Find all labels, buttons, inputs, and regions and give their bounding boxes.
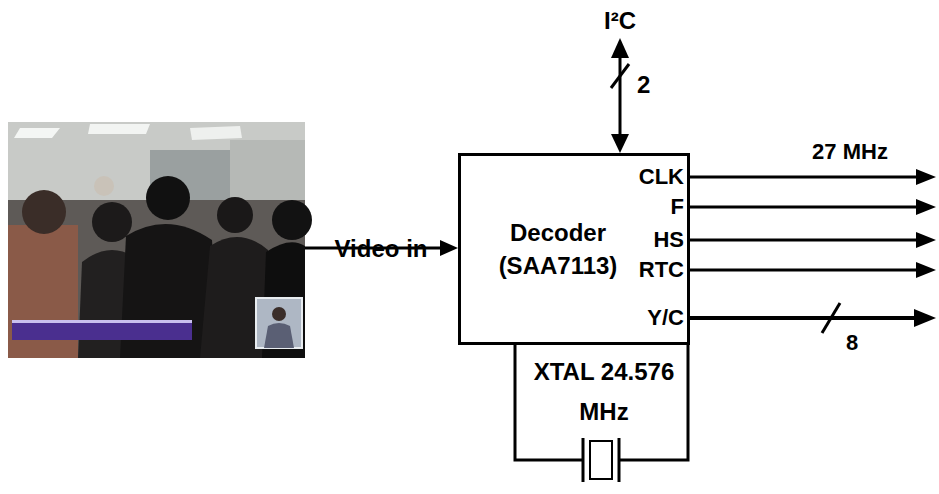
pin-name: Y/C	[647, 305, 684, 331]
clock-frequency: 27 MHz	[812, 139, 888, 165]
arrow-shaft	[690, 176, 920, 179]
person-head	[272, 200, 312, 240]
arrow-head	[611, 38, 629, 58]
crystal-label: XTAL 24.576 MHz	[519, 352, 689, 432]
pin-name: RTC	[639, 257, 684, 283]
bus-name: I²C	[604, 6, 636, 35]
bus-width: 8	[846, 330, 858, 356]
crystal-plate	[582, 438, 585, 482]
arrow-head	[916, 199, 936, 215]
person-head	[22, 190, 66, 234]
arrow-shaft	[690, 206, 920, 209]
pin-name: HS	[653, 227, 684, 253]
signer-head	[272, 307, 286, 321]
arrow-head	[916, 232, 936, 248]
output-arrows	[690, 169, 936, 333]
sign-language-inset	[256, 298, 302, 348]
block-name: Decoder (SAA7113)	[483, 216, 633, 282]
subtitle-band	[12, 320, 192, 340]
pin-name: F	[671, 194, 684, 220]
i2c-bus-arrow	[611, 38, 629, 153]
arrow-head	[611, 134, 629, 153]
photo-ground	[8, 122, 305, 358]
arrow-head	[916, 169, 936, 185]
ceiling-light	[88, 124, 150, 134]
arrow-head	[914, 309, 936, 327]
crystal-circuit	[515, 345, 688, 482]
subtitle-band-edge	[12, 320, 192, 323]
arrow-shaft	[690, 269, 920, 272]
pin-name: CLK	[639, 164, 684, 190]
bus-slash	[611, 64, 629, 88]
ceiling-light	[190, 126, 242, 140]
person-head	[217, 197, 253, 233]
signal-name: Video in	[326, 228, 436, 270]
arrow-shaft	[690, 239, 920, 242]
ceiling-light	[14, 128, 60, 138]
arrow-head	[916, 262, 936, 278]
bus-arrow-shaft	[690, 316, 918, 320]
arrow-head	[440, 240, 458, 256]
signer-body	[264, 323, 294, 348]
crystal-body	[590, 441, 612, 479]
video-frame-photo	[8, 122, 312, 358]
person-head	[146, 176, 190, 220]
crystal-plate	[618, 438, 621, 482]
person-head	[94, 176, 114, 196]
bus-slash	[822, 303, 840, 333]
arrow-shaft	[619, 56, 622, 136]
bus-width: 2	[637, 70, 650, 99]
